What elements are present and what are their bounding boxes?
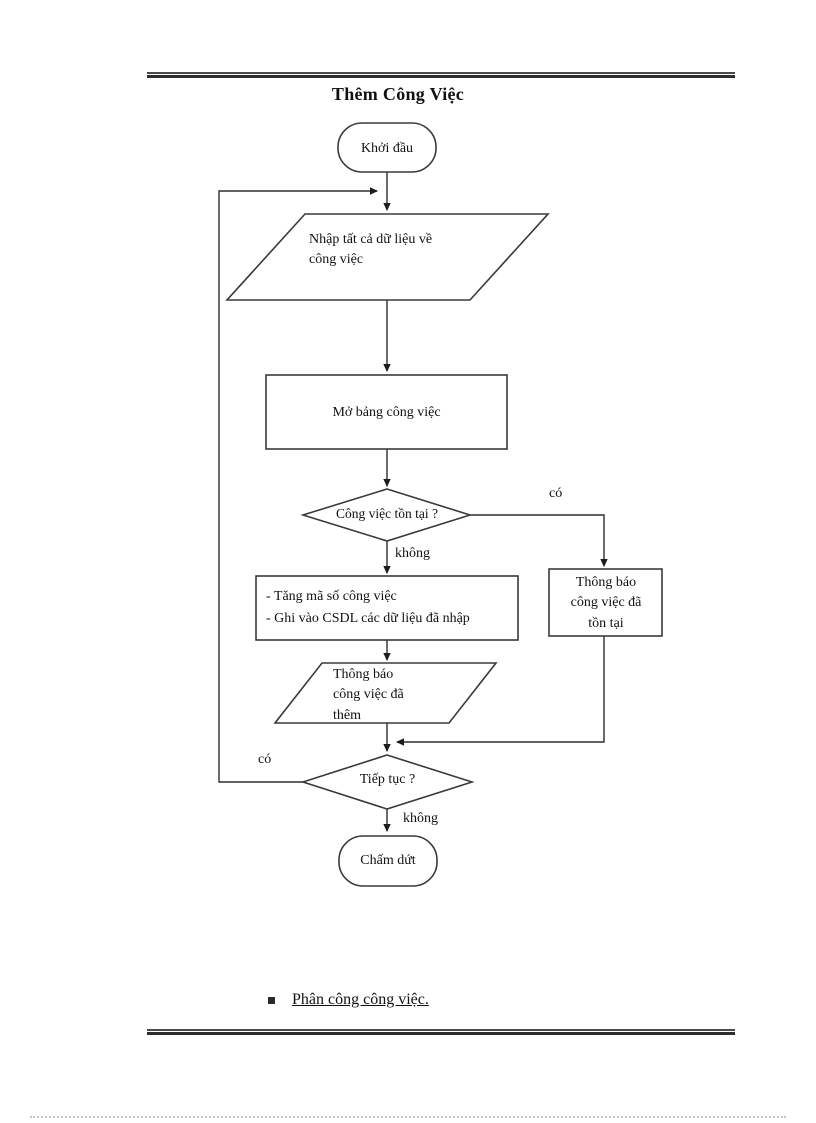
notify-exists-label: Thông báo công việc đã tồn tại <box>570 575 642 631</box>
edge-loopback-yes <box>218 187 378 783</box>
page-bottom-dotted-border <box>30 1116 786 1118</box>
decision-continue-label: Tiếp tục ? <box>359 772 416 787</box>
notify-added-parallelogram-shape <box>273 662 498 724</box>
start-label: Khởi đầu <box>360 141 414 156</box>
start-terminator-shape <box>337 122 437 173</box>
process-rect-shape <box>255 575 519 641</box>
end-label: Chấm dứt <box>360 853 416 868</box>
decision-continue-no-label: không <box>403 811 438 826</box>
top-double-rule <box>147 72 735 78</box>
edge-notifyexists-to-junction <box>396 636 605 746</box>
edge-decision1-yes <box>470 514 608 567</box>
decision-exists-no-label: không <box>395 546 430 561</box>
decision-continue-diamond-shape <box>300 754 475 810</box>
decision-continue-yes-label: có <box>258 752 272 767</box>
notify-added-label: Thông báo công việc đã thêm <box>333 667 404 723</box>
square-bullet-icon <box>268 997 275 1004</box>
open-table-label: Mở bảng công việc <box>332 405 441 420</box>
input-data-label: Nhập tất cả dữ liệu về công việc <box>309 232 433 267</box>
input-parallelogram-shape <box>225 213 550 301</box>
decision-exists-label: Công việc tồn tại ? <box>336 506 438 521</box>
footer-list-item: Phân công công việc. <box>268 991 429 1009</box>
bottom-double-rule <box>147 1029 735 1035</box>
end-terminator-shape <box>338 835 438 887</box>
notify-exists-rect-shape <box>548 568 663 637</box>
footer-item-text: Phân công công việc. <box>292 991 429 1008</box>
decision-exists-yes-label: có <box>549 486 563 501</box>
open-table-rect-shape <box>265 374 508 450</box>
decision-exists-diamond-shape <box>300 488 473 542</box>
process-label: - Tăng mã số công việc - Ghi vào CSDL cá… <box>266 589 470 626</box>
page-title: Thêm Công Việc <box>331 84 465 104</box>
